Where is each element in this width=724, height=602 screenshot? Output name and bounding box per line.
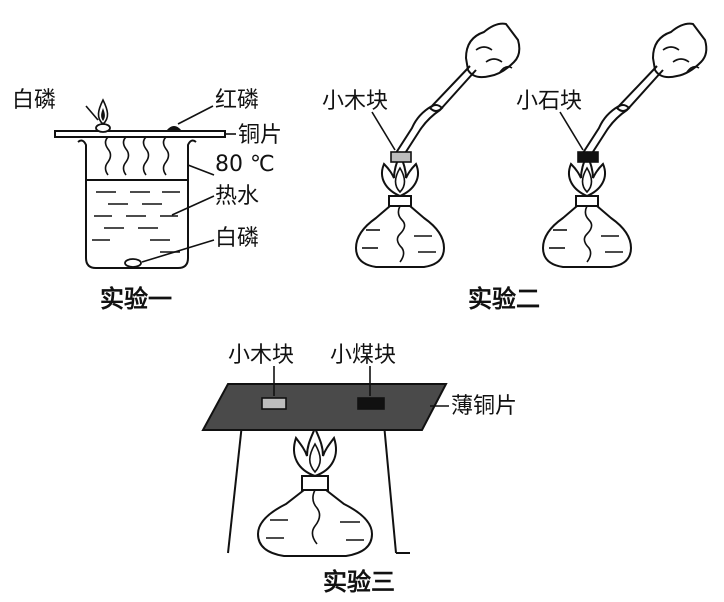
experiment-three: 小木块 小煤块 薄铜片 实验三: [201, 343, 517, 596]
red-phosphorus: [166, 126, 182, 131]
alcohol-lamp-exp3: [256, 475, 374, 557]
label-white-phosphorus-bottom: 白磷: [215, 226, 259, 251]
experiment-one: 白磷 红磷 铜片 80 ℃ 热水 白磷 实验一: [12, 88, 282, 313]
label-temperature: 80 ℃: [215, 152, 275, 177]
stone-block-exp2: [577, 151, 599, 163]
alcohol-lamp-right: [541, 195, 633, 268]
caption-experiment-two: 实验二: [468, 285, 540, 313]
flame-icon: [293, 425, 337, 478]
copper-plate: [54, 130, 226, 138]
hand-icon: [464, 22, 521, 79]
label-coal-block-exp3: 小煤块: [330, 343, 396, 368]
label-stone-block-exp2: 小石块: [516, 89, 582, 114]
white-phosphorus-bottom: [124, 258, 142, 268]
steam-waves: [104, 136, 170, 176]
caption-experiment-one: 实验一: [100, 285, 172, 313]
alcohol-lamp-left: [354, 195, 446, 268]
experiment-two: 小木块 小石块 实验二: [322, 22, 708, 313]
water-hatching: [92, 191, 180, 253]
label-white-phosphorus-top: 白磷: [12, 88, 56, 113]
caption-experiment-three: 实验三: [323, 568, 395, 596]
label-thin-copper-plate: 薄铜片: [451, 394, 517, 419]
beaker: [77, 139, 197, 269]
crucible-tongs-left: [393, 65, 477, 159]
coal-block-exp3: [357, 397, 385, 410]
label-wood-block-exp2: 小木块: [322, 89, 388, 114]
wood-block-exp3: [261, 397, 287, 410]
label-copper-plate: 铜片: [238, 123, 282, 148]
wood-block-exp2: [390, 151, 412, 163]
white-phosphorus-top: [95, 123, 111, 133]
label-red-phosphorus: 红磷: [215, 88, 259, 113]
label-hot-water: 热水: [215, 184, 259, 209]
hand-icon: [651, 22, 708, 79]
crucible-tongs-right: [580, 65, 664, 159]
label-wood-block-exp3: 小木块: [228, 343, 294, 368]
thin-copper-plate: [201, 383, 448, 431]
